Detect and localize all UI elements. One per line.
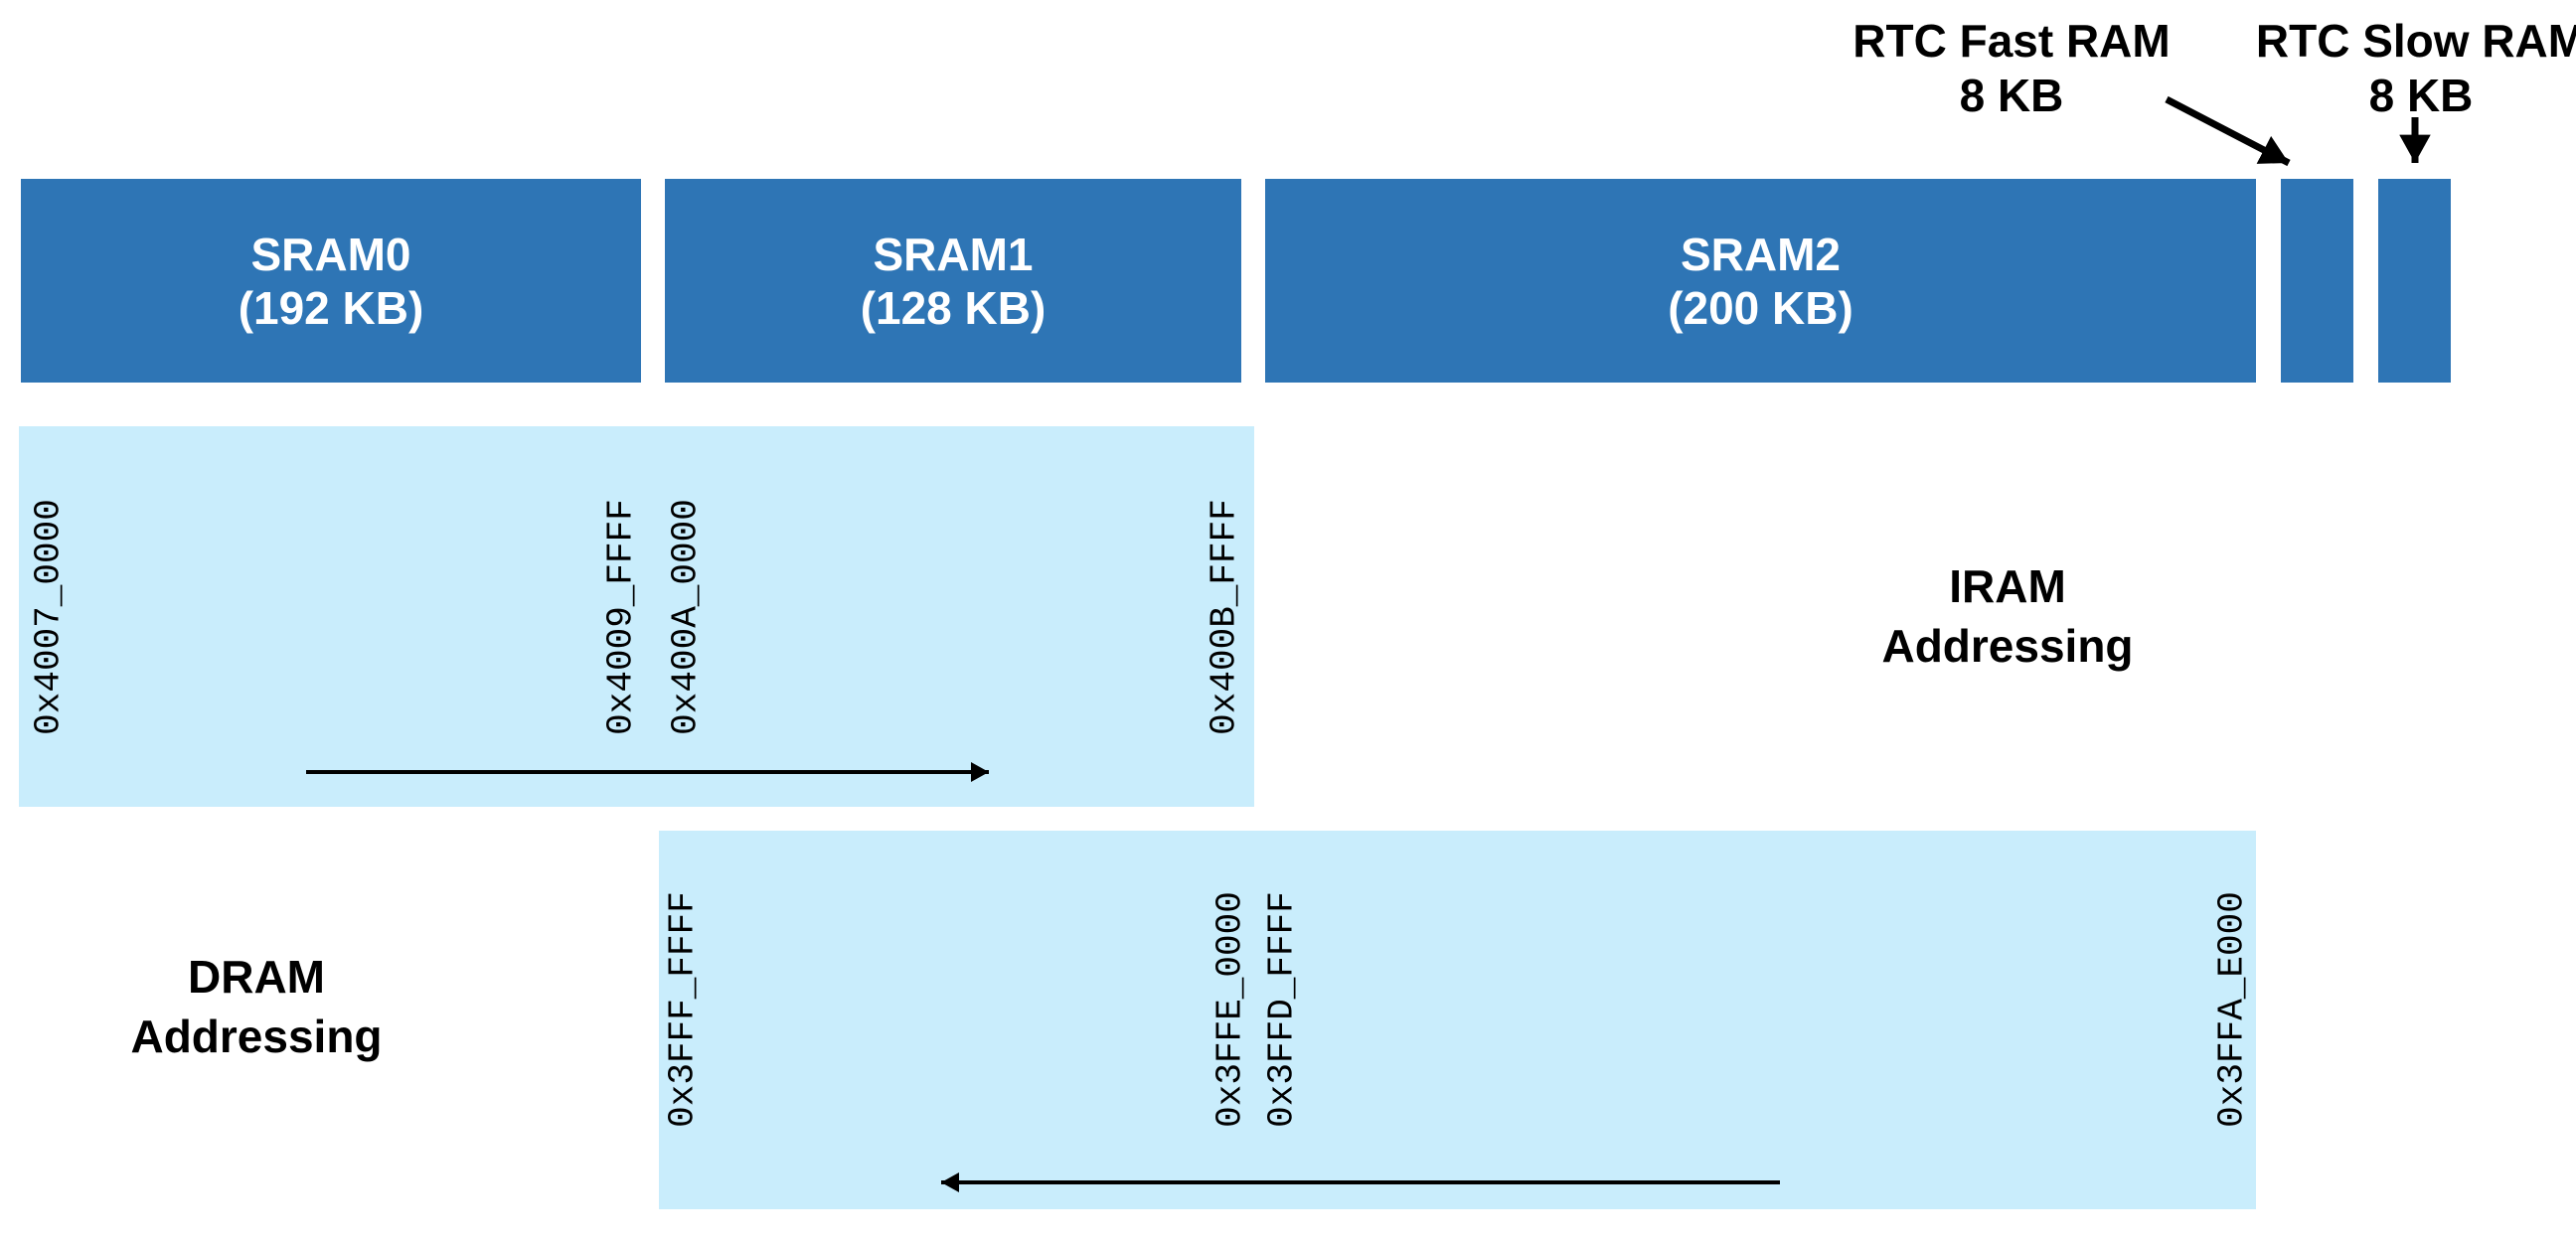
iram-address-label: 0x400A_0000: [665, 499, 707, 735]
iram-address-label: 0x4007_0000: [28, 499, 70, 735]
dram-address-label: 0x3FFA_E000: [2211, 891, 2253, 1128]
sram1-size: (128 KB): [860, 281, 1046, 334]
iram-address-label: 0x400B_FFFF: [1204, 499, 1245, 735]
rtc-fast-ram-size: 8 KB: [1959, 70, 2064, 121]
sram1-block: SRAM1 (128 KB): [665, 179, 1241, 383]
dram-address-label: 0x3FFE_0000: [1209, 891, 1251, 1128]
sram0-label: SRAM0: [250, 228, 411, 280]
dram-title-line2: Addressing: [130, 1011, 383, 1062]
sram1-label: SRAM1: [873, 228, 1034, 280]
sram0-size: (192 KB): [238, 281, 424, 334]
dram-title-line1: DRAM: [188, 951, 325, 1003]
sram2-block: SRAM2 (200 KB): [1265, 179, 2256, 383]
sram0-block: SRAM0 (192 KB): [21, 179, 641, 383]
iram-addressing-title: IRAM Addressing: [1881, 556, 2133, 676]
dram-address-label: 0x3FFD_FFFF: [1261, 891, 1303, 1128]
sram2-label: SRAM2: [1680, 228, 1842, 280]
sram2-size: (200 KB): [1668, 281, 1853, 334]
rtc-slow-ram-title: RTC Slow RAM: [2255, 15, 2576, 67]
iram-addressing-panel: [19, 426, 1254, 807]
rtc-slow-ram-callout: RTC Slow RAM 8 KB: [2256, 14, 2576, 123]
iram-address-label: 0x4009_FFFF: [600, 499, 642, 735]
rtc-fast-ram-block: [2281, 179, 2353, 383]
dram-address-label: 0x3FFF_FFFF: [662, 891, 704, 1128]
iram-title-line1: IRAM: [1949, 560, 2066, 612]
rtc-fast-ram-title: RTC Fast RAM: [1852, 15, 2171, 67]
dram-addressing-panel: [659, 831, 2256, 1209]
rtc-slow-ram-block: [2378, 179, 2451, 383]
rtc-fast-ram-callout: RTC Fast RAM 8 KB: [1852, 14, 2170, 123]
dram-addressing-title: DRAM Addressing: [130, 947, 382, 1066]
iram-title-line2: Addressing: [1881, 620, 2134, 672]
rtc-slow-ram-size: 8 KB: [2368, 70, 2474, 121]
